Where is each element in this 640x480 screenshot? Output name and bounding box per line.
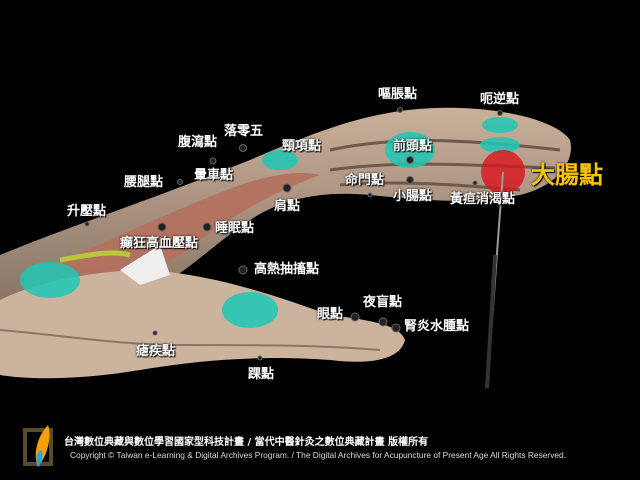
label-shen-yan: 腎炎水腫點 [404,319,470,334]
label-dian-kuang: 癲狂高血壓點 [120,236,199,251]
label-ye-mang: 夜盲點 [363,295,403,310]
footer-english-copyright: Copyright © Taiwan e-Learning & Digital … [70,450,567,460]
label-ou-zhang: 嘔脹點 [378,87,418,102]
label-fu-xie: 腹瀉點 [178,135,218,150]
thumb-crease [0,329,381,351]
label-jian: 肩點 [274,199,301,214]
label-nue-ji: 瘧疾點 [136,344,176,359]
label-e-ni: 呃逆點 [480,92,520,107]
ligament [120,245,170,285]
muscle [20,173,320,300]
label-qian-tou: 前頭點 [393,139,433,154]
label-shui-mian: 睡眠點 [215,221,255,236]
label-xiao-chang: 小腸點 [393,189,433,204]
label-yan: 眼點 [317,307,344,322]
needle-handle [485,254,497,389]
label-da-chang-highlight: 大腸點 [531,161,603,189]
label-yun-che: 暈車點 [194,168,234,183]
label-yao-tui: 腰腿點 [124,175,164,190]
tendon-patches [20,117,520,328]
label-jing-xiang: 頸項點 [282,139,322,154]
label-huang-dan: 黃疸消渴點 [450,192,516,207]
label-sheng-ya: 升壓點 [67,204,107,219]
label-ming-men: 命門點 [345,173,385,188]
nerve [59,250,131,263]
label-luo-ling-wu: 落零五 [224,124,264,139]
label-huai: 踝點 [248,367,275,382]
label-gao-re: 高熱抽搐點 [254,262,320,277]
footer-chinese-copyright: 台灣數位典藏與數位學習國家型科技計畫 / 當代中醫針灸之數位典藏計畫 版權所有 [64,437,429,448]
taiwan-logo [23,425,53,467]
acupoint-dots [84,107,503,361]
thumb [0,270,405,379]
